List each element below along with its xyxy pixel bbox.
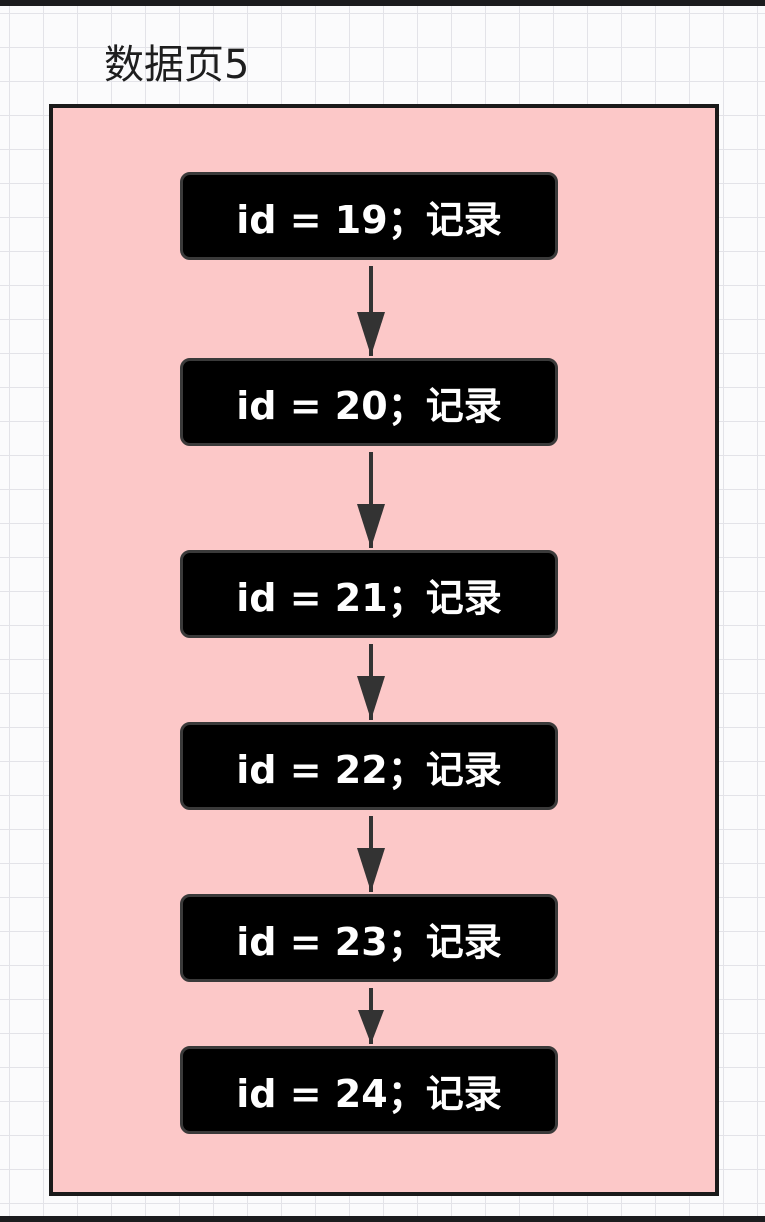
window-bottom-edge xyxy=(0,1216,765,1222)
data-page-container[interactable] xyxy=(49,104,719,1196)
arrowhead-20-to-21 xyxy=(357,504,385,548)
arrowhead-19-to-20 xyxy=(357,312,385,356)
record-node[interactable]: id = 24；记录 xyxy=(180,1046,558,1134)
record-node[interactable]: id = 19；记录 xyxy=(180,172,558,260)
arrowhead-21-to-22 xyxy=(357,676,385,720)
record-node[interactable]: id = 20；记录 xyxy=(180,358,558,446)
window-top-edge xyxy=(0,0,765,6)
arrowhead-23-to-24 xyxy=(358,1010,384,1044)
page-title: 数据页5 xyxy=(104,42,250,88)
record-node[interactable]: id = 21；记录 xyxy=(180,550,558,638)
record-node[interactable]: id = 22；记录 xyxy=(180,722,558,810)
arrowhead-22-to-23 xyxy=(357,848,385,892)
record-node[interactable]: id = 23；记录 xyxy=(180,894,558,982)
